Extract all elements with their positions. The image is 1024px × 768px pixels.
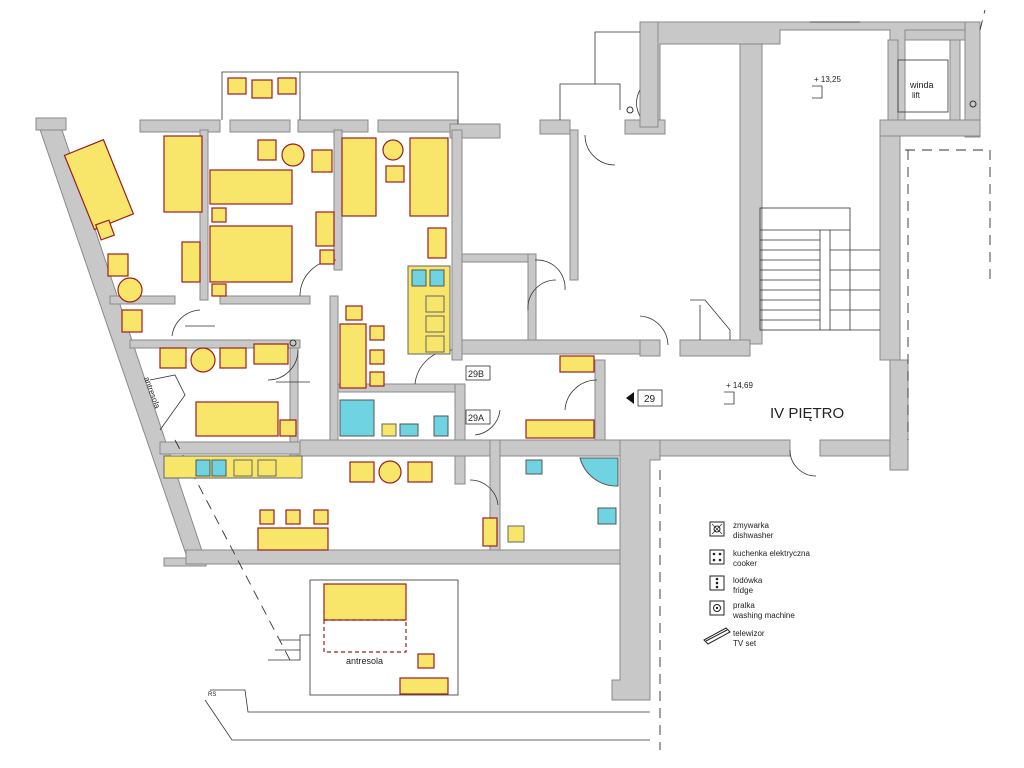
apartment-number-29a: 29A xyxy=(468,413,484,423)
legend-label-pl: pralka xyxy=(733,601,755,610)
legend-label-pl: telewizor xyxy=(733,629,765,638)
legend-label-pl: kuchenka elektryczna xyxy=(733,549,810,558)
legend-label-en: washing machine xyxy=(732,611,795,620)
cooker-icon xyxy=(709,549,725,565)
mezzanine-label-lower: antresola xyxy=(346,656,383,666)
small-mark: RS xyxy=(208,692,216,698)
legend-label-pl: zmywarka xyxy=(733,521,770,530)
legend-item-fridge: lodówka fridge xyxy=(709,575,763,595)
tv-icon xyxy=(703,627,731,645)
elevator-label-pl: winda xyxy=(909,80,934,90)
legend-label-pl: lodówka xyxy=(733,576,763,585)
apartment-number-29b: 29B xyxy=(468,369,484,379)
furniture xyxy=(63,77,619,695)
legend-item-cooker: kuchenka elektryczna cooker xyxy=(709,549,810,568)
apartment-number-29: 29 xyxy=(644,394,656,405)
legend: zmywarka dishwasher kuchenka elektryczna… xyxy=(703,521,810,648)
labels: IV PIĘTRO + 13,25 + 14,69 winda lift 29B… xyxy=(142,59,949,698)
walls xyxy=(35,21,981,701)
legend-label-en: dishwasher xyxy=(733,531,774,540)
marker-dots xyxy=(289,100,977,347)
legend-item-washing-machine: pralka washing machine xyxy=(709,600,795,620)
legend-label-en: cooker xyxy=(733,559,757,568)
legend-item-dishwasher: zmywarka dishwasher xyxy=(709,521,774,540)
legend-label-en: TV set xyxy=(733,639,757,648)
elevator-label-en: lift xyxy=(912,91,921,100)
elevation-upper: + 13,25 xyxy=(814,75,841,84)
thin-lines xyxy=(149,9,991,750)
entrance-arrow-icon xyxy=(626,392,634,404)
legend-item-tv: telewizor TV set xyxy=(703,627,765,648)
legend-label-en: fridge xyxy=(733,586,754,595)
elevation-floor: + 14,69 xyxy=(726,381,753,390)
staircase xyxy=(690,207,880,340)
floor-label: IV PIĘTRO xyxy=(770,405,844,422)
